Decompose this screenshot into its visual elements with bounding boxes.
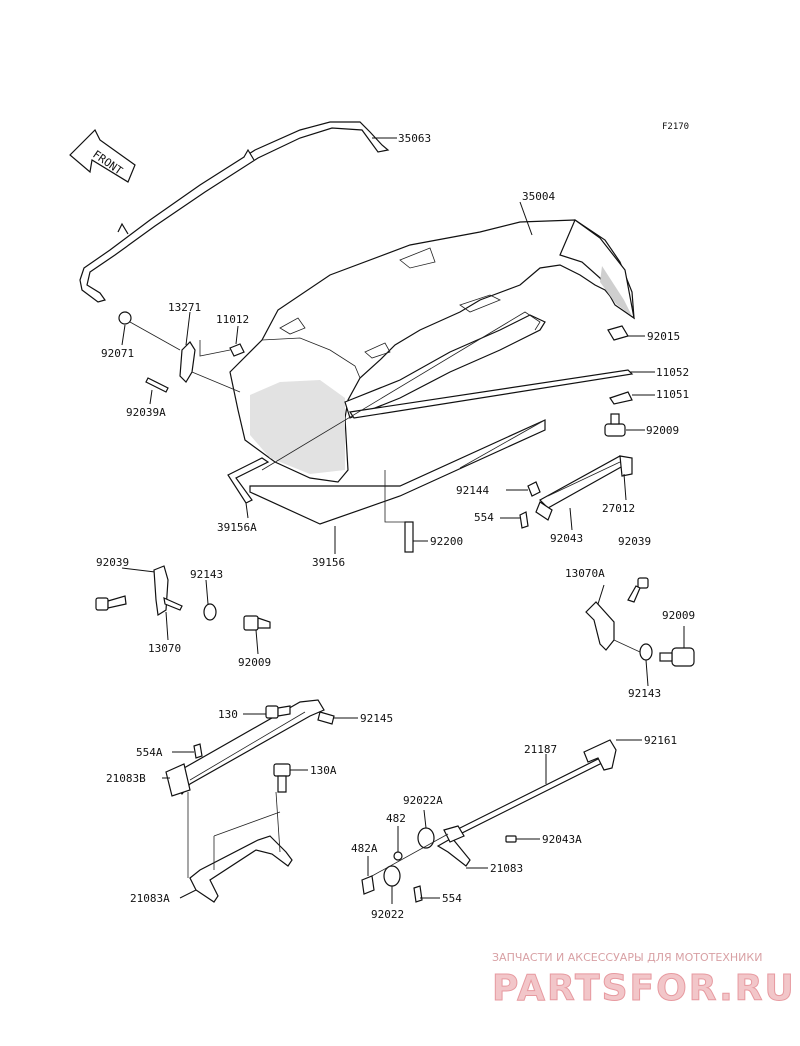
part-13070-bracket [153, 565, 183, 617]
part-92144-spring [527, 481, 541, 497]
label-13271: 13271 [168, 301, 201, 314]
part-11052-seal [348, 369, 634, 419]
label-27012: 27012 [602, 502, 635, 515]
label-482A: 482A [351, 842, 378, 855]
label-35063: 35063 [398, 132, 431, 145]
part-92071-grommet [118, 311, 132, 325]
part-92022A-washer [417, 827, 435, 849]
part-130A-bolt [273, 763, 291, 793]
label-21083A: 21083A [130, 892, 170, 905]
part-92039-bolt-left [95, 595, 127, 611]
part-92143-washer-right [639, 643, 653, 661]
label-92143-a: 92143 [190, 568, 223, 581]
part-92143-washer-left [203, 603, 217, 621]
part-554A-cotter-pin [193, 743, 203, 759]
label-39156: 39156 [312, 556, 345, 569]
part-92009-bolt-top [604, 413, 626, 437]
front-arrow-icon: FRONT [69, 128, 136, 183]
label-92009-c: 92009 [662, 609, 695, 622]
part-39156-seal [249, 311, 546, 525]
part-92015-nut [607, 325, 629, 341]
label-21083: 21083 [490, 862, 523, 875]
part-92009-bolt-right [659, 647, 695, 667]
part-482A-ring [361, 875, 375, 895]
part-35004-cover [229, 219, 635, 483]
label-92143-b: 92143 [628, 687, 661, 700]
part-92145-spring [317, 711, 335, 725]
label-92022: 92022 [371, 908, 404, 921]
label-554A: 554A [136, 746, 163, 759]
label-92022A: 92022A [403, 794, 443, 807]
label-11052: 11052 [656, 366, 689, 379]
part-130-bolt [265, 705, 291, 719]
label-92039A: 92039A [126, 406, 166, 419]
part-92009-bolt-left [243, 615, 271, 631]
label-21083B: 21083B [106, 772, 146, 785]
label-35004: 35004 [522, 190, 555, 203]
part-35063-rail [79, 121, 390, 303]
part-21083-lever [436, 825, 471, 867]
label-39156A: 39156A [217, 521, 257, 534]
label-92071: 92071 [101, 347, 134, 360]
watermark-logo: PARTSFOR.RU [492, 968, 796, 1009]
part-92200-stay [404, 521, 414, 553]
label-92039-c: 92039 [96, 556, 129, 569]
part-92043A-pin [505, 835, 517, 843]
label-92009-b: 92009 [238, 656, 271, 669]
label-130A: 130A [310, 764, 337, 777]
part-554-cotter-pin [519, 511, 529, 529]
label-92009-a: 92009 [646, 424, 679, 437]
label-92161: 92161 [644, 734, 677, 747]
part-11012-pin [229, 343, 245, 357]
part-21187-rod [446, 757, 606, 839]
part-92039A-screw [145, 377, 169, 393]
part-27012-latch [535, 455, 633, 521]
part-13070A-bracket [585, 601, 615, 651]
label-92043: 92043 [550, 532, 583, 545]
label-11051: 11051 [656, 388, 689, 401]
part-92161-clip [583, 739, 617, 771]
part-11051-seal [609, 391, 633, 405]
label-92200: 92200 [430, 535, 463, 548]
label-554-b: 554 [442, 892, 462, 905]
label-13070: 13070 [148, 642, 181, 655]
part-554-cotter-pin-lower [413, 885, 423, 903]
label-92043A: 92043A [542, 833, 582, 846]
label-92144: 92144 [456, 484, 489, 497]
watermark-text: ЗАПЧАСТИ И АКСЕССУАРЫ ДЛЯ МОТОТЕХНИКИ [492, 951, 762, 964]
label-11012: 11012 [216, 313, 249, 326]
diagram-code: F2170 [662, 122, 689, 132]
part-92009-bolt-right-top [627, 577, 649, 603]
label-21187: 21187 [524, 743, 557, 756]
part-13271-bracket [179, 341, 196, 383]
part-92022-washer [383, 865, 401, 887]
label-130: 130 [218, 708, 238, 721]
label-92015: 92015 [647, 330, 680, 343]
label-482: 482 [386, 812, 406, 825]
part-21083A-stay [189, 835, 293, 903]
label-554-a: 554 [474, 511, 494, 524]
label-13070A: 13070A [565, 567, 605, 580]
label-92039-b: 92039 [618, 535, 651, 548]
part-482-ring [393, 851, 403, 861]
part-21083B-rod [165, 699, 325, 797]
label-92145: 92145 [360, 712, 393, 725]
